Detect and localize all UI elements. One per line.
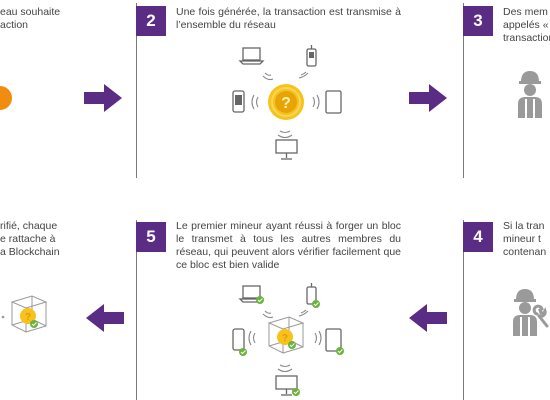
svg-text:?: ?	[282, 333, 288, 344]
bitcoin-question-coin-icon: ?	[268, 84, 304, 120]
arrow-left-icon	[86, 304, 124, 332]
miner-wrench-icon	[513, 289, 549, 336]
block-cube-icon: ?	[1, 295, 48, 333]
step-number-badge: 4	[463, 222, 493, 252]
block-validation-illustration: ?	[232, 283, 344, 396]
mobile-phone-left-icon	[232, 90, 245, 113]
divider	[463, 3, 464, 178]
arrow-right-icon	[84, 84, 122, 112]
arrow-left-icon	[409, 304, 447, 332]
step-4-text: Si la tran mineur t contenan	[503, 220, 547, 258]
step-2-text: Une fois générée, la transaction est tra…	[176, 6, 401, 31]
svg-text:?: ?	[25, 312, 31, 323]
svg-text:?: ?	[281, 95, 291, 112]
signal-waves	[251, 71, 320, 139]
divider	[136, 3, 137, 178]
step-1-text: eau souhaite action	[0, 6, 61, 31]
step-3-text: Des mem appelés « transaction	[503, 6, 550, 44]
step-6-text: rifié, chaque e rattache à a Blockchain	[0, 220, 60, 258]
step-number-badge: 5	[136, 222, 166, 252]
network-broadcast-illustration: ?	[232, 45, 342, 160]
tablet-icon	[325, 90, 342, 114]
step-5-text: Le premier mineur ayant réussi à forger …	[176, 220, 401, 271]
coin-fragment-icon	[0, 86, 12, 110]
divider	[136, 220, 137, 400]
step-number-badge: 3	[463, 6, 493, 36]
miner-worker-icon	[518, 71, 542, 118]
arrow-right-icon	[409, 84, 447, 112]
divider	[463, 220, 464, 400]
laptop-icon	[238, 47, 265, 65]
mobile-phone-icon	[306, 45, 317, 67]
step-number-badge: 2	[136, 6, 166, 36]
desktop-monitor-icon	[275, 139, 298, 160]
